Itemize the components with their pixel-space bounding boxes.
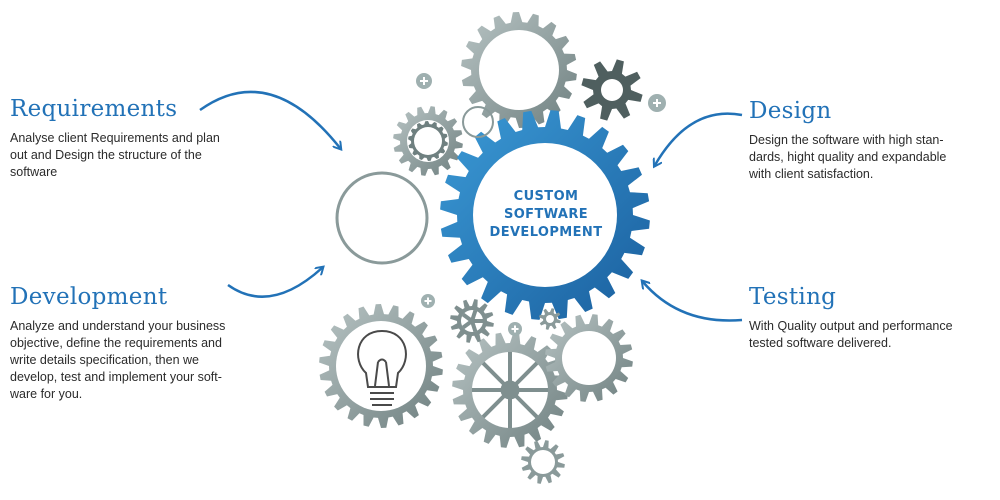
requirements-section: Requirements Analyse client Requirements…	[10, 96, 250, 181]
design-section: Design Design the software with high sta…	[749, 98, 999, 183]
gear-top-star	[581, 59, 643, 121]
plus-icon	[508, 322, 522, 336]
gear-bulb	[319, 304, 443, 428]
arrow-requirements	[199, 90, 340, 148]
development-section: Development Analyze and understand your …	[10, 284, 266, 403]
testing-section: Testing With Quality output and performa…	[749, 284, 1000, 352]
plus-icon	[416, 73, 432, 89]
testing-title: Testing	[749, 284, 837, 310]
plus-icon	[421, 294, 435, 308]
design-title: Design	[749, 98, 832, 124]
ring-small	[462, 106, 494, 138]
gear-main-blue	[440, 110, 650, 320]
arrow-testing	[643, 282, 743, 322]
center-title-line2: SOFTWARE	[503, 207, 589, 222]
center-title: CUSTOM SOFTWARE DEVELOPMENT	[486, 188, 606, 242]
development-description: Analyze and understand your business obj…	[10, 319, 226, 401]
gear-bottom-edge	[521, 440, 565, 484]
requirements-title: Requirements	[10, 96, 178, 122]
center-title-line3: DEVELOPMENT	[489, 225, 603, 240]
gear-tiny	[539, 308, 561, 330]
center-title-line1: CUSTOM	[513, 189, 579, 204]
gear-right-bottom	[545, 314, 633, 402]
arrow-development	[227, 268, 322, 298]
gear-small-spoked	[450, 299, 494, 343]
plus-icon	[648, 94, 666, 112]
requirements-description: Analyse client Requirements and plan out…	[10, 131, 220, 179]
development-title: Development	[10, 284, 168, 310]
testing-description: With Quality output and performance test…	[749, 319, 953, 350]
design-description: Design the software with high stan- dard…	[749, 133, 947, 181]
arrow-design	[655, 112, 743, 165]
gear-top-large	[461, 12, 577, 128]
gear-bottom-wheel	[452, 332, 568, 448]
ring-large	[335, 171, 429, 265]
lightbulb-icon	[357, 329, 407, 406]
gear-top-left-inner	[408, 121, 448, 161]
